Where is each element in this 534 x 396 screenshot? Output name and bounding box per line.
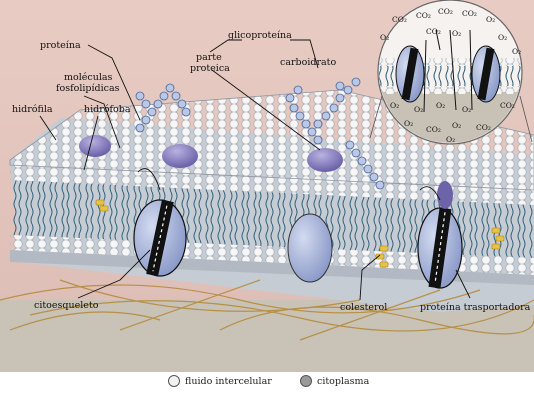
- label-proteina-transportadora: proteína trasportadora: [420, 302, 531, 313]
- legend-item-fluido: fluido intercelular: [168, 375, 272, 387]
- channel-protein-left: [134, 200, 186, 277]
- transporter-protein: [418, 208, 462, 289]
- label-proteina: proteína: [40, 40, 81, 51]
- inset-bottom-molecule-7: O₂: [452, 121, 461, 130]
- inset-bottom-molecule-4: CO₂: [500, 101, 515, 110]
- inset-bottom-molecule-5: O₂: [404, 119, 413, 128]
- label-carboidrato: carboidrato: [280, 57, 336, 68]
- inset-top-molecule-9: O₂: [512, 47, 521, 56]
- integral-protein-1: [288, 214, 332, 282]
- legend-label-fluido: fluido intercelular: [185, 376, 272, 387]
- glycoprotein-protein-part: [307, 148, 343, 172]
- legend-item-citoplasma: citoplasma: [300, 375, 369, 387]
- label-moleculas-1: moléculas: [64, 72, 113, 83]
- inset-top-molecule-2: CO₂: [438, 7, 453, 16]
- inset-top-molecule-7: O₂: [452, 29, 461, 38]
- label-parte-proteica-1: parte: [196, 52, 222, 63]
- inset-bottom-molecule-3: O₂: [462, 105, 471, 114]
- inset-bottom-molecule-2: O₂: [436, 101, 445, 110]
- inset-bottom-molecule-1: O₂: [414, 105, 423, 114]
- inset-top-molecule-4: O₂: [486, 15, 495, 24]
- inset-bottom-molecule-8: CO₂: [476, 123, 491, 132]
- inset-bottom-molecule-0: O₂: [390, 101, 399, 110]
- peripheral-protein-3: [437, 181, 453, 209]
- label-hidrofoba: hidrófoba: [84, 104, 131, 115]
- legend: fluido intercelular citoplasma: [0, 372, 534, 392]
- label-parte-proteica-2: proteica: [190, 63, 230, 74]
- inset-top-molecule-3: CO₂: [462, 9, 477, 18]
- inset-bottom-molecule-9: O₂: [446, 135, 455, 144]
- inset-top-molecule-5: O₂: [380, 33, 389, 42]
- legend-swatch-fluido: [168, 375, 180, 387]
- peripheral-protein-1: [79, 135, 111, 157]
- legend-swatch-citoplasma: [300, 375, 312, 387]
- inset-bottom-molecule-6: CO₂: [426, 125, 441, 134]
- label-colesterol: colesterol: [340, 302, 387, 313]
- label-glicoproteina: glicoproteína: [228, 30, 292, 41]
- inset-top-molecule-8: O₂: [498, 33, 507, 42]
- label-citoesqueleto: citoesqueleto: [34, 300, 99, 311]
- legend-label-citoplasma: citoplasma: [317, 376, 369, 387]
- inset-top-molecule-0: CO₂: [392, 15, 407, 24]
- peripheral-protein-2: [162, 144, 198, 168]
- inset-top-molecule-6: CO₂: [426, 27, 441, 36]
- label-moleculas-2: fosfolipídicas: [56, 83, 120, 94]
- label-hidrofila: hidrófila: [12, 104, 53, 115]
- inset-top-molecule-1: CO₂: [416, 11, 431, 20]
